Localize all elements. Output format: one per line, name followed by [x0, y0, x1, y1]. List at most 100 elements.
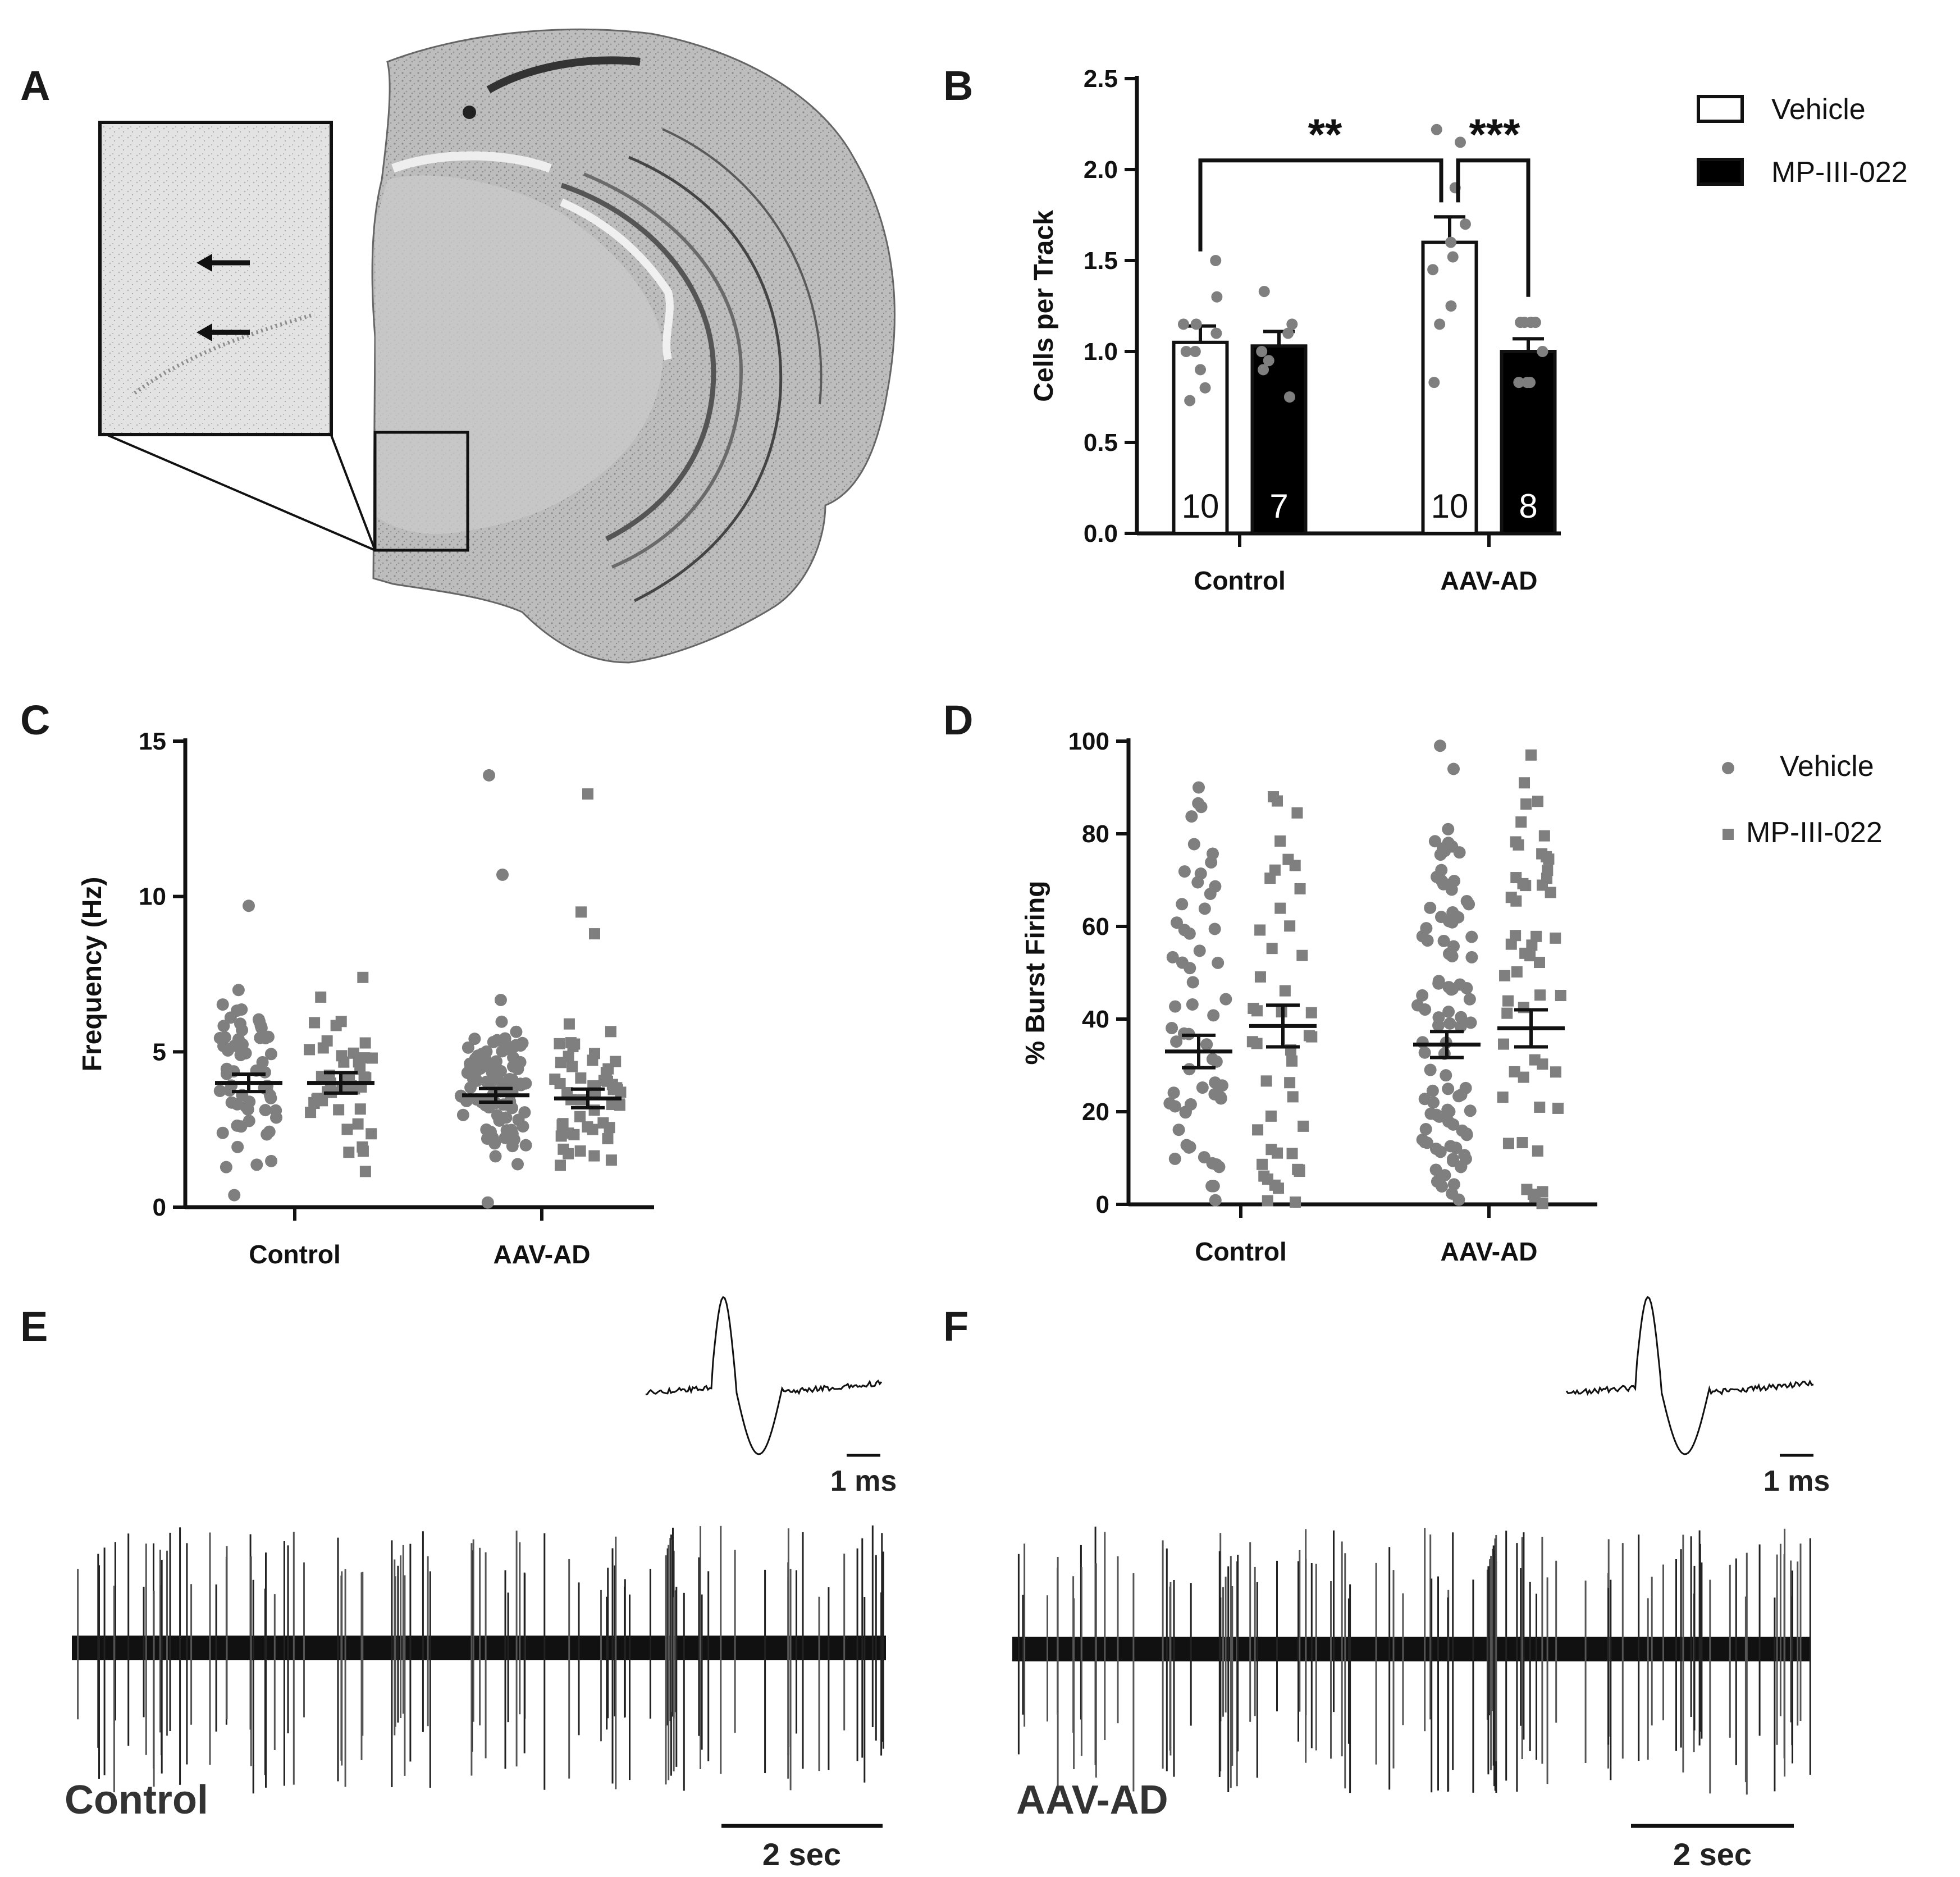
y-axis-label: % Burst Firing — [1021, 880, 1050, 1065]
data-point — [1537, 346, 1548, 357]
data-point — [254, 1031, 267, 1044]
data-point — [1513, 839, 1524, 851]
data-point — [1209, 1194, 1222, 1207]
data-point — [1256, 346, 1268, 357]
data-point — [1169, 1000, 1182, 1013]
data-point — [321, 1035, 333, 1047]
data-point — [1421, 934, 1434, 947]
data-point — [269, 1111, 282, 1124]
data-point — [563, 1051, 574, 1062]
data-point — [232, 984, 245, 997]
data-point — [1274, 902, 1286, 914]
panel-label-e: E — [20, 1303, 48, 1350]
data-point — [1545, 887, 1556, 898]
data-point — [1263, 355, 1274, 367]
data-point — [348, 1047, 359, 1059]
panel-label-f: F — [943, 1303, 969, 1350]
n-label: 7 — [1269, 487, 1288, 525]
data-point — [1184, 962, 1196, 975]
data-point — [610, 1056, 622, 1067]
data-point — [499, 1032, 511, 1045]
significance-bracket — [1456, 158, 1530, 297]
data-point — [1178, 865, 1191, 878]
data-point — [1424, 901, 1437, 914]
data-point — [1265, 1144, 1277, 1156]
data-point — [1419, 1003, 1432, 1016]
data-point — [1167, 1086, 1180, 1099]
data-point — [1180, 346, 1192, 357]
data-point — [554, 1038, 565, 1049]
data-point — [241, 1103, 254, 1116]
data-point — [1251, 1005, 1263, 1017]
legend-swatch — [1722, 762, 1734, 774]
data-point — [1186, 998, 1199, 1011]
data-point — [1533, 957, 1545, 969]
data-point — [221, 1044, 234, 1057]
data-point — [481, 1196, 494, 1209]
data-point — [1286, 1148, 1298, 1159]
data-point — [1187, 838, 1200, 851]
data-point — [511, 1062, 524, 1075]
data-point — [1305, 1007, 1317, 1019]
data-point — [1434, 1145, 1447, 1158]
data-point — [1515, 816, 1527, 828]
data-point — [1434, 739, 1446, 752]
legend-label: Vehicle — [1771, 93, 1866, 126]
data-point — [1166, 951, 1179, 963]
data-point — [1459, 218, 1471, 230]
data-point — [563, 1148, 574, 1159]
data-point — [1419, 1122, 1432, 1135]
data-point — [366, 1052, 378, 1064]
data-point — [574, 1145, 586, 1157]
data-point — [1446, 950, 1459, 963]
data-point — [360, 1072, 372, 1084]
data-point — [1550, 932, 1561, 944]
y-tick-label: 40 — [1082, 1006, 1109, 1033]
spike-trace-aav-ad: 1 ms AAV-AD 2 sec — [1012, 1296, 1830, 1872]
data-point — [217, 1020, 230, 1033]
data-point — [464, 1081, 477, 1094]
data-point — [234, 1049, 247, 1062]
legend-swatch — [1723, 829, 1734, 840]
data-point — [1434, 911, 1447, 924]
y-tick-label: 60 — [1082, 913, 1109, 940]
data-point — [1252, 1124, 1264, 1136]
data-point — [1515, 317, 1527, 328]
x-tick-label: Control — [1194, 566, 1286, 595]
data-point — [243, 899, 255, 912]
data-point — [1513, 377, 1525, 389]
data-point — [1435, 864, 1448, 876]
data-point — [231, 1140, 244, 1153]
data-point — [1210, 327, 1222, 339]
data-point — [1190, 318, 1202, 330]
data-point — [1501, 1007, 1513, 1019]
y-tick-label: 0 — [153, 1194, 166, 1221]
data-point — [1199, 382, 1211, 394]
data-point — [1438, 844, 1451, 857]
y-tick-label: 2.0 — [1084, 156, 1118, 184]
bar — [1421, 240, 1478, 536]
data-point — [1214, 1092, 1227, 1105]
y-tick-label: 10 — [139, 883, 166, 911]
data-point — [1176, 898, 1189, 911]
data-point — [456, 1108, 469, 1121]
data-point — [554, 1077, 566, 1089]
data-point — [1505, 892, 1517, 903]
data-point — [506, 1073, 519, 1086]
data-point — [333, 1104, 345, 1116]
data-point — [1428, 835, 1441, 848]
data-point — [1170, 1035, 1183, 1048]
data-point — [563, 1127, 574, 1139]
data-point — [1416, 989, 1429, 1002]
data-point — [1525, 749, 1537, 761]
data-point — [1434, 318, 1446, 330]
data-point — [216, 1126, 229, 1139]
data-point — [1297, 1120, 1309, 1132]
data-point — [1550, 1066, 1561, 1078]
y-tick-label: 2.5 — [1084, 65, 1118, 93]
data-point — [1465, 930, 1478, 943]
data-point — [1282, 327, 1294, 339]
x-tick-label: AAV-AD — [1441, 1237, 1538, 1266]
data-point — [330, 1020, 342, 1031]
